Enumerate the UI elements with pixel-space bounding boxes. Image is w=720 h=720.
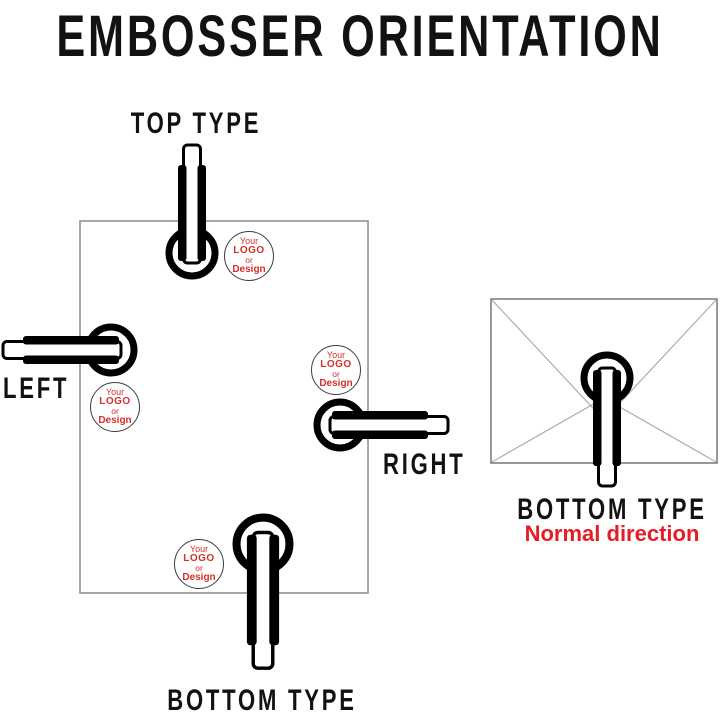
stamp-line: LOGO (233, 245, 265, 257)
embosser-left (3, 327, 134, 373)
stamp-line: or (111, 406, 119, 417)
label-right: RIGHT (383, 447, 466, 482)
stamp-line: LOGO (183, 553, 215, 565)
stamp-line: or (332, 369, 340, 380)
stamp-line: LOGO (99, 396, 131, 408)
page-title: EMBOSSER ORIENTATION (56, 2, 664, 69)
label-bottom-type: BOTTOM TYPE (167, 683, 357, 718)
stamp-line: Design (232, 263, 266, 275)
logo-stamp-right: Your LOGO or Design (311, 345, 361, 395)
stamp-line: Design (319, 377, 353, 389)
stamp-line: Your (239, 235, 259, 246)
stamp-line: Your (105, 386, 125, 397)
stamp-line: or (195, 563, 203, 574)
stamp-line: Your (189, 543, 209, 554)
stamp-line: or (245, 255, 253, 266)
stamp-line: Design (182, 571, 216, 583)
label-envelope-bottom-type: BOTTOM TYPE (517, 492, 707, 527)
envelope-top-flap-lines (491, 299, 717, 421)
label-left: LEFT (3, 371, 70, 406)
label-top-type: TOP TYPE (130, 106, 262, 141)
logo-stamp-left: Your LOGO or Design (90, 382, 140, 432)
logo-stamp-bottom: Your LOGO or Design (174, 539, 224, 589)
embosser-top (169, 145, 215, 276)
embosser-right (317, 402, 448, 448)
label-normal-direction: Normal direction (524, 521, 700, 546)
stamp-line: Design (98, 414, 132, 426)
stamp-line: LOGO (320, 359, 352, 371)
stamp-line: Your (326, 349, 346, 360)
envelope-bottom-flap-lines (491, 397, 717, 463)
logo-stamp-top: Your LOGO or Design (224, 231, 274, 281)
